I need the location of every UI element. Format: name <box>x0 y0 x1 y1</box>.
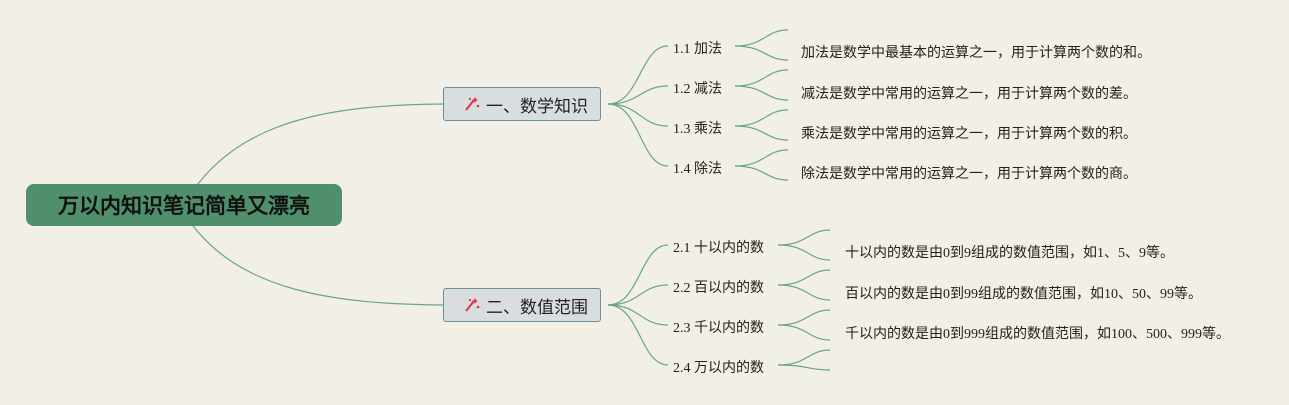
root-node[interactable]: 万以内知识笔记简单又漂亮 <box>26 184 342 226</box>
sub-node[interactable]: 2.4 万以内的数 <box>673 361 764 376</box>
note-node[interactable]: 千以内的数是由0到999组成的数值范围，如100、500、999等。 <box>845 327 1230 342</box>
sub-node[interactable]: 1.2 减法 <box>673 82 722 97</box>
branch-node-math[interactable]: 一、数学知识 <box>443 87 601 121</box>
sub-node[interactable]: 2.1 十以内的数 <box>673 241 764 256</box>
note-node[interactable]: 加法是数学中最基本的运算之一，用于计算两个数的和。 <box>801 46 1151 61</box>
root-label: 万以内知识笔记简单又漂亮 <box>58 194 310 218</box>
sub-node[interactable]: 1.3 乘法 <box>673 122 722 137</box>
branch-label: 一、数学知识 <box>486 96 588 117</box>
sparkle-icon <box>462 295 482 315</box>
note-node[interactable]: 减法是数学中常用的运算之一，用于计算两个数的差。 <box>801 87 1137 102</box>
branch-label: 二、数值范围 <box>486 297 588 318</box>
branch-node-range[interactable]: 二、数值范围 <box>443 288 601 322</box>
sub-node[interactable]: 2.3 千以内的数 <box>673 321 764 336</box>
note-node[interactable]: 百以内的数是由0到99组成的数值范围，如10、50、99等。 <box>845 287 1202 302</box>
sub-node[interactable]: 1.4 除法 <box>673 162 722 177</box>
sub-node[interactable]: 1.1 加法 <box>673 42 722 57</box>
note-node[interactable]: 乘法是数学中常用的运算之一，用于计算两个数的积。 <box>801 127 1137 142</box>
sparkle-icon <box>462 94 482 114</box>
note-node[interactable]: 除法是数学中常用的运算之一，用于计算两个数的商。 <box>801 167 1137 182</box>
sub-node[interactable]: 2.2 百以内的数 <box>673 281 764 296</box>
note-node[interactable]: 十以内的数是由0到9组成的数值范围，如1、5、9等。 <box>845 246 1174 261</box>
